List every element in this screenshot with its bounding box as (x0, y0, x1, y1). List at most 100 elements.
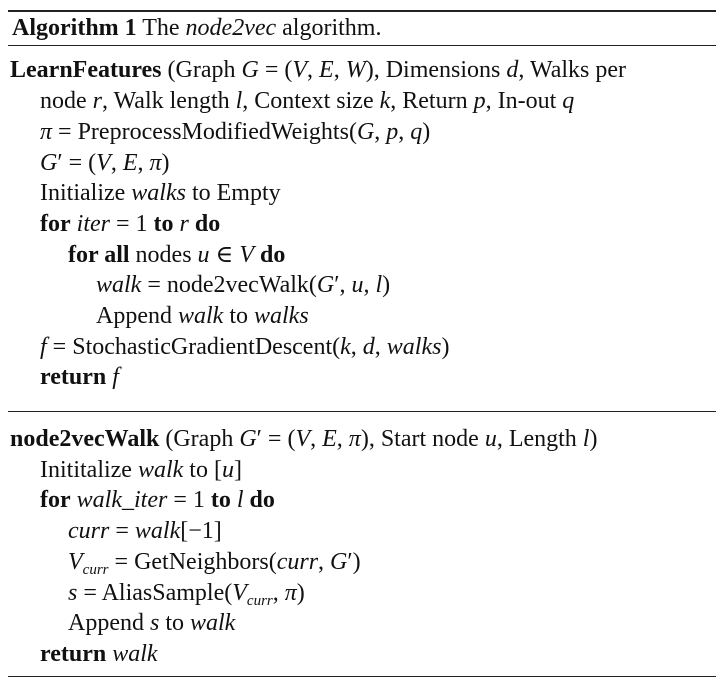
sym-f: f (112, 364, 119, 390)
op-eq: = (173, 487, 187, 513)
sig-text: ), Dimensions (365, 57, 507, 83)
text: Inititalize (40, 457, 138, 483)
sym-curr: curr (276, 549, 319, 575)
sig-text: , Length (496, 426, 583, 452)
sym-V: V (292, 57, 308, 83)
sym-k: k (379, 88, 391, 114)
text: Append (68, 610, 150, 636)
num-one: 1 (192, 487, 205, 513)
sym-walks: walks (131, 180, 186, 206)
num-minus-one: −1 (188, 518, 214, 544)
sym-G: G (241, 57, 259, 83)
sym-walk: walk (177, 303, 224, 329)
op-eq: = (115, 211, 130, 237)
sym-k: k (340, 334, 351, 360)
fn-node2vecwalk: node2vecWalk (166, 272, 309, 298)
sym-q: q (410, 119, 423, 145)
sym-pi: π (348, 426, 361, 452)
kw-return: return (40, 364, 107, 390)
caption-text-end: algorithm. (276, 15, 382, 41)
algorithm-label: Algorithm 1 (12, 15, 137, 41)
procedure-name: node2vecWalk (10, 426, 160, 452)
sym-prime: ′ (57, 150, 63, 176)
sym-E: E (122, 150, 138, 176)
text: nodes (129, 242, 198, 268)
caption-italic: node2vec (185, 15, 277, 41)
sym-pi: π (40, 119, 53, 145)
sym-s: s (149, 610, 160, 636)
line-init-walk: Inititalize walk to [u] (40, 457, 242, 483)
sym-curr: curr (68, 518, 110, 544)
sym-V: V (68, 549, 83, 575)
line-for-walk-iter: for walk_iter = 1 to l do (40, 485, 275, 515)
fn-aliassample: AliasSample (101, 580, 225, 606)
op-eq: = (115, 518, 129, 544)
kw-do: do (249, 487, 275, 513)
learnfeatures-signature-cont: node r, Walk length l, Context size k, R… (40, 86, 574, 116)
op-eq: = (52, 334, 67, 360)
sym-prime: ′ (256, 426, 262, 452)
fn-sgd: StochasticGradientDescent (72, 334, 333, 360)
kw-for: for (40, 487, 71, 513)
bottom-rule (8, 676, 716, 677)
kw-to: to (153, 211, 174, 237)
sym-l: l (236, 487, 244, 513)
line-neighbors: Vcurr = GetNeighbors(curr, G′) (68, 549, 361, 578)
line-for-iter: for iter = 1 to r do (40, 209, 220, 239)
sym-l: l (235, 88, 243, 114)
sig-text: , Walks per (518, 57, 626, 83)
kw-return: return (40, 641, 107, 667)
fn-getneighbors: GetNeighbors (134, 549, 269, 575)
sym-r: r (179, 211, 189, 237)
line-append-s: Append s to walk (68, 608, 235, 638)
sym-V: V (232, 580, 247, 606)
sym-walk: walk (96, 272, 142, 298)
sig-text: , In-out (485, 88, 563, 114)
sym-G: G (330, 549, 348, 575)
sig-text: , Walk length (102, 88, 236, 114)
op-eq: = (267, 426, 282, 452)
sym-s: s (68, 580, 78, 606)
sym-u: u (221, 457, 234, 483)
kw-forall: for all (68, 242, 130, 268)
sig-text: (Graph (167, 57, 242, 83)
kw-do: do (259, 242, 286, 268)
top-rule (8, 10, 716, 12)
sym-walk: walk (190, 610, 236, 636)
caption-text: The (142, 15, 186, 41)
sym-G: G (40, 150, 58, 176)
text: to (223, 303, 254, 329)
sym-u: u (197, 242, 210, 268)
node2vecwalk-signature: node2vecWalk (Graph G′ = (V, E, π), Star… (10, 426, 598, 452)
op-eq: = (68, 150, 83, 176)
line-append-walk: Append walk to walks (96, 301, 309, 331)
sym-pi: π (149, 150, 162, 176)
sym-V: V (96, 150, 111, 176)
line-walk-call: walk = node2vecWalk(G′, u, l) (96, 272, 391, 298)
caption-rule (8, 45, 716, 46)
line-curr: curr = walk[−1] (68, 518, 222, 544)
line-return-f: return f (40, 362, 119, 392)
text: Append (96, 303, 178, 329)
sym-V: V (295, 426, 311, 452)
op-eq: = (114, 549, 129, 575)
learnfeatures-signature: LearnFeatures (Graph G = (V, E, W), Dime… (10, 57, 626, 83)
sym-d: d (362, 334, 375, 360)
text: to (159, 610, 190, 636)
sym-walk-iter: walk_iter (76, 487, 168, 513)
sym-walk: walk (112, 641, 158, 667)
sym-q: q (562, 88, 575, 114)
sym-u: u (484, 426, 497, 452)
num-one: 1 (135, 211, 148, 237)
line-alias: s = AliasSample(Vcurr, π) (68, 580, 305, 609)
sym-W: W (345, 57, 366, 83)
kw-do: do (194, 211, 221, 237)
line-return-walk: return walk (40, 639, 158, 669)
sym-walk: walk (134, 518, 181, 544)
sym-walks: walks (253, 303, 309, 329)
sym-f: f (40, 334, 47, 360)
fn-preprocess: PreprocessModifiedWeights (77, 119, 349, 145)
kw-for: for (40, 211, 71, 237)
sym-walks: walks (386, 334, 442, 360)
sym-prime: ′ (334, 272, 340, 298)
